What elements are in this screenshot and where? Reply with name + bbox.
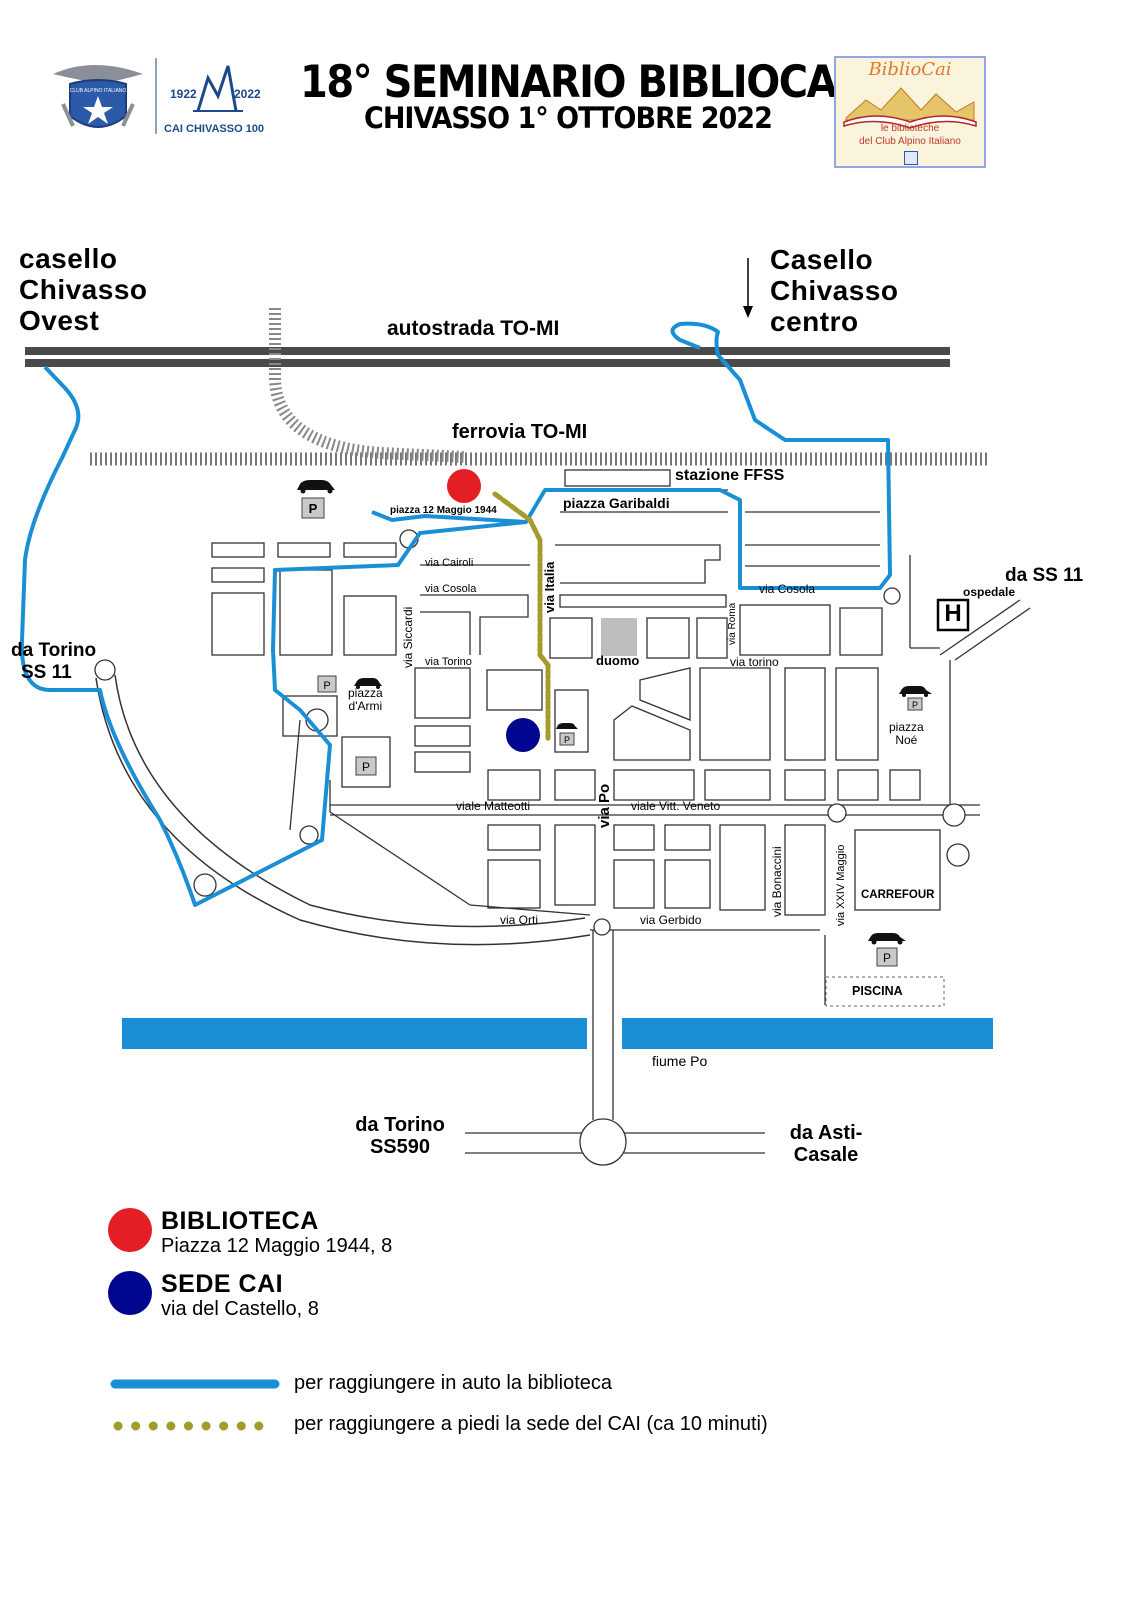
label-via-gerbido: via Gerbido <box>640 913 702 927</box>
legend-walk-route: per raggiungere a piedi la sede del CAI … <box>294 1413 768 1435</box>
sede-cai-marker[interactable] <box>506 718 540 752</box>
bibliocai-line2: del Club Alpino Italiano <box>859 136 961 147</box>
walk-route <box>492 491 551 743</box>
label-via-siccardi: via Siccardi <box>401 606 415 668</box>
legend-car-route: per raggiungere in auto la biblioteca <box>294 1372 612 1394</box>
label-viale-matteotti: viale Matteotti <box>456 799 531 813</box>
car-route <box>19 321 892 907</box>
biblioteca-marker[interactable] <box>447 469 481 503</box>
label-via-orti: via Orti <box>500 913 539 927</box>
svg-text:P: P <box>309 501 318 516</box>
railway <box>90 308 990 466</box>
piscina-area <box>825 976 945 1007</box>
label-via-xxiv-maggio: via XXIV Maggio <box>835 844 847 926</box>
label-via-cairoli: via Cairoli <box>425 557 474 569</box>
car-icon <box>297 480 932 945</box>
anniversary-start: 1922 <box>170 87 197 101</box>
hospital-sign-icon <box>936 598 970 632</box>
label-ferrovia: ferrovia TO-MI <box>452 421 588 443</box>
label-piscina: PISCINA <box>852 984 903 998</box>
page-subtitle: CHIVASSO 1° OTTOBRE 2022 <box>364 101 773 136</box>
cai-chivasso-logo: CLUB ALPINO ITALIANO 1922 2022 CAI CHIVA… <box>48 56 278 142</box>
label-stazione: stazione FFSS <box>675 467 785 484</box>
street-blocks <box>95 469 1031 1154</box>
river-po <box>122 1018 993 1049</box>
legend-biblioteca-dot <box>108 1208 152 1252</box>
legend-sede-dot <box>108 1271 152 1315</box>
motorway <box>25 347 950 367</box>
label-piazza-garibaldi: piazza Garibaldi <box>563 495 670 511</box>
label-da-asti-casale: da Asti-Casale <box>789 1122 863 1166</box>
hospital-letter: H <box>944 600 962 627</box>
label-via-cosola-left: via Cosola <box>425 583 477 595</box>
cai-mini-emblem-icon <box>904 151 918 165</box>
label-piazza-12-maggio: piazza 12 Maggio 1944 <box>390 505 497 516</box>
anniversary-label: CAI CHIVASSO 100 <box>164 123 264 135</box>
label-via-bonaccini: via Bonaccini <box>770 846 784 917</box>
label-autostrada: autostrada TO-MI <box>387 317 560 340</box>
legend-sede-title: SEDE CAI <box>161 1270 284 1298</box>
svg-text:P: P <box>362 760 370 774</box>
label-via-po: via Po <box>596 783 613 828</box>
label-da-ss11: da SS 11 <box>1005 565 1084 586</box>
label-ospedale: ospedale <box>963 585 1016 599</box>
svg-text:P: P <box>912 700 918 710</box>
label-via-torino-right: via torino <box>730 655 779 669</box>
arrow-down-icon <box>743 258 753 318</box>
page-title: 18° SEMINARIO BIBLIOCAI <box>300 56 851 109</box>
anniversary-end: 2022 <box>234 87 261 101</box>
label-via-cosola-right: via Cosola <box>759 582 816 596</box>
bibliocai-logo: BiblioCai le biblioteche del Club Alpino… <box>834 56 986 168</box>
legend-biblioteca-title: BIBLIOTECA <box>161 1207 319 1235</box>
emblem-text: CLUB ALPINO ITALIANO <box>70 88 127 94</box>
label-duomo: duomo <box>596 653 640 668</box>
parking-sign-icon: P P P P P P <box>301 497 923 967</box>
label-viale-vittorio-veneto: viale Vitt. Veneto <box>631 799 721 813</box>
label-fiume-po: fiume Po <box>652 1053 708 1069</box>
svg-text:P: P <box>564 735 570 745</box>
svg-text:P: P <box>323 680 330 692</box>
legend-biblioteca-address: Piazza 12 Maggio 1944, 8 <box>161 1235 393 1257</box>
svg-text:P: P <box>883 951 891 965</box>
label-via-italia: via Italia <box>542 561 557 613</box>
label-carrefour: CARREFOUR <box>861 889 935 901</box>
bibliocai-line1: le biblioteche <box>880 123 940 134</box>
legend-sede-address: via del Castello, 8 <box>161 1298 319 1320</box>
bibliocai-logo-text: BiblioCai <box>868 59 952 80</box>
label-via-torino-left: via Torino <box>425 656 472 668</box>
label-via-roma: via Roma <box>727 602 738 645</box>
